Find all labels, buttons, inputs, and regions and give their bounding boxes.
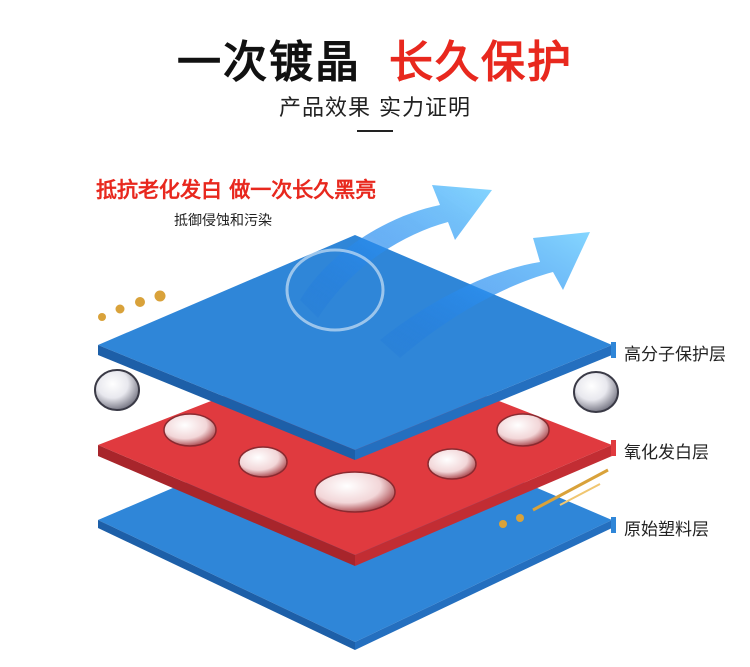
title-black-part: 一次镀晶 bbox=[177, 37, 361, 88]
layer-label-protective: 高分子保护层 bbox=[624, 345, 726, 365]
side-droplets bbox=[94, 369, 619, 413]
title-red-part: 长久保护 bbox=[389, 37, 573, 88]
gold-dots bbox=[98, 290, 524, 528]
rising-arrows-icon bbox=[285, 185, 590, 358]
page-subtitle: 产品效果 实力证明 bbox=[279, 96, 471, 121]
callout-subline: 抵御侵蚀和污染 bbox=[174, 213, 272, 229]
protective-layer bbox=[98, 235, 612, 460]
layer-label-oxidized: 氧化发白层 bbox=[624, 443, 709, 463]
water-droplets bbox=[163, 413, 550, 513]
label-markers bbox=[611, 342, 616, 533]
gold-streaks bbox=[532, 468, 609, 512]
callout-headline: 抵抗老化发白 做一次长久黑亮 bbox=[96, 178, 377, 202]
layer-label-plastic: 原始塑料层 bbox=[624, 520, 709, 540]
page-title: 一次镀晶长久保护 bbox=[0, 26, 750, 90]
title-divider bbox=[357, 130, 393, 132]
